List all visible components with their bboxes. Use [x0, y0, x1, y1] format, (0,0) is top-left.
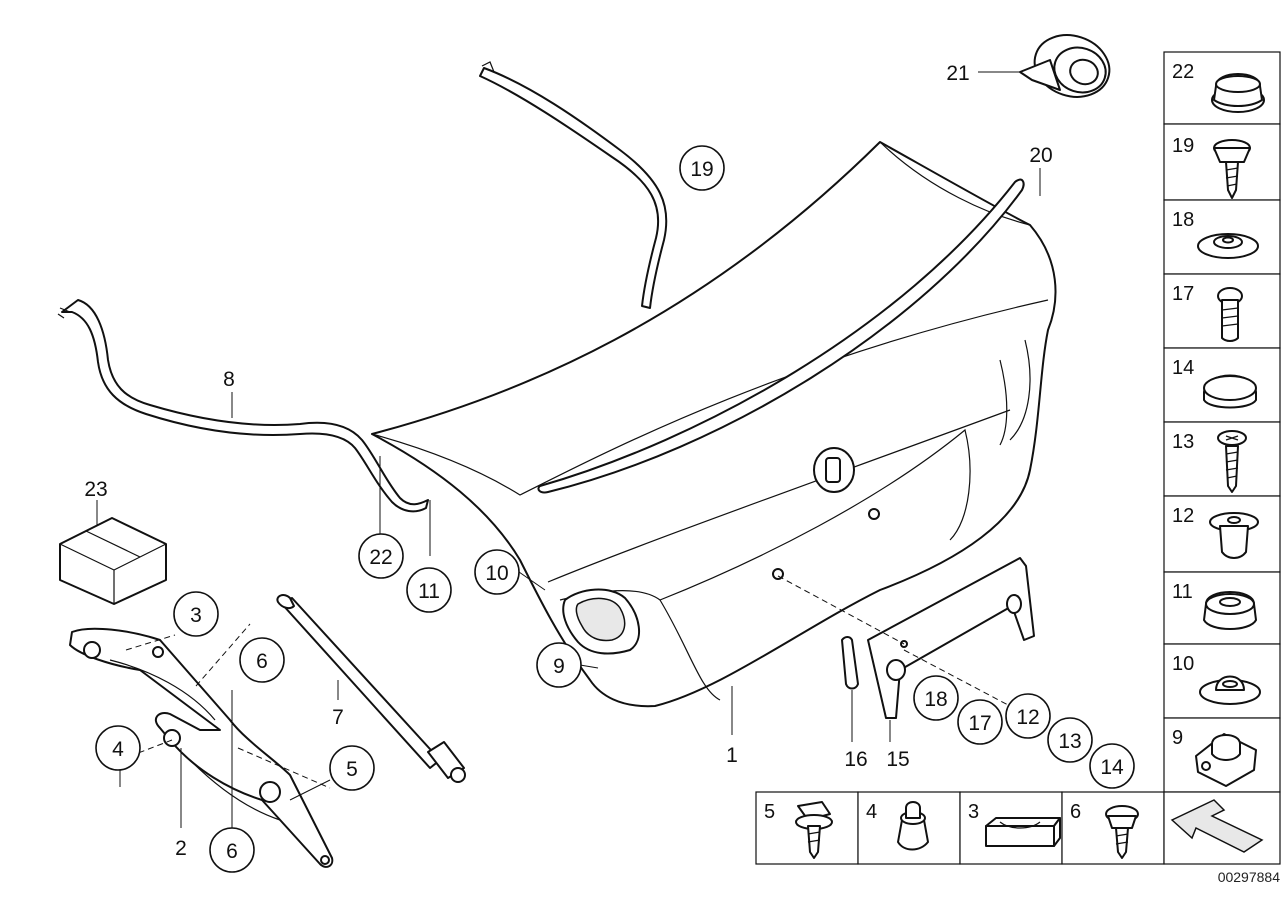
- svg-text:3: 3: [190, 604, 202, 627]
- svg-text:4: 4: [112, 738, 124, 761]
- callout-9: 9: [536, 642, 582, 688]
- plate-bracket: [867, 557, 1035, 719]
- cable-8: [57, 299, 429, 513]
- svg-text:6: 6: [1070, 801, 1081, 823]
- svg-text:11: 11: [418, 580, 440, 603]
- callout-18: 18: [913, 675, 959, 721]
- svg-text:10: 10: [1172, 653, 1194, 675]
- label-1: 1: [726, 744, 738, 767]
- side-cell-12: 12: [1163, 495, 1281, 573]
- callout-11: 11: [406, 567, 452, 613]
- callout-19: 19: [679, 145, 725, 191]
- svg-text:6: 6: [256, 650, 268, 673]
- side-cell-18: 18: [1163, 199, 1281, 275]
- reference-number: 00297884: [1218, 869, 1281, 885]
- label-2: 2: [175, 837, 187, 860]
- svg-text:14: 14: [1172, 357, 1194, 379]
- side-panel: 22 19 18 17: [1163, 51, 1281, 793]
- bottom-panel: 5 4 3 6: [755, 791, 1281, 865]
- bottom-cell-5: 5: [755, 791, 859, 865]
- svg-text:19: 19: [1172, 135, 1194, 157]
- svg-text:5: 5: [346, 758, 358, 781]
- callout-17: 17: [957, 699, 1003, 745]
- svg-text:12: 12: [1016, 706, 1039, 729]
- callout-12: 12: [1005, 693, 1051, 739]
- gas-strut: [276, 594, 466, 783]
- svg-text:17: 17: [1172, 283, 1194, 305]
- callout-22: 22: [358, 533, 404, 579]
- svg-text:12: 12: [1172, 505, 1194, 527]
- callout-5: 5: [329, 745, 375, 791]
- svg-text:5: 5: [764, 801, 775, 823]
- svg-text:13: 13: [1172, 431, 1194, 453]
- label-7: 7: [332, 706, 344, 729]
- svg-text:9: 9: [553, 655, 565, 678]
- label-20: 20: [1029, 144, 1052, 167]
- svg-text:11: 11: [1172, 581, 1193, 603]
- side-cell-22: 22: [1163, 51, 1281, 125]
- side-cell-19: 19: [1163, 123, 1281, 201]
- svg-text:14: 14: [1100, 756, 1124, 779]
- svg-text:13: 13: [1058, 730, 1081, 753]
- cable-19: [479, 61, 668, 309]
- callout-14: 14: [1089, 743, 1135, 789]
- side-label-22: 22: [1172, 61, 1194, 83]
- plain-labels: 1 2 7 8 15 16 20 21 23: [84, 62, 1052, 860]
- side-cell-9: 9: [1163, 717, 1281, 793]
- leader-lines: [96, 71, 1041, 828]
- svg-text:18: 18: [1172, 209, 1194, 231]
- bottom-cell-3: 3: [959, 791, 1063, 865]
- label-23: 23: [84, 478, 107, 501]
- svg-text:18: 18: [924, 688, 947, 711]
- callout-4: 4: [95, 725, 141, 771]
- callout-6-top: 6: [239, 637, 285, 683]
- side-cell-11: 11: [1163, 571, 1281, 645]
- label-16: 16: [844, 748, 867, 771]
- svg-text:3: 3: [968, 801, 979, 823]
- callouts: 3 4 5 6 6 9 10 11 12 13 14 17 18 19 22: [95, 145, 1135, 873]
- side-cell-13: 13: [1163, 421, 1281, 497]
- bottom-cell-arrow: [1163, 791, 1281, 865]
- label-15: 15: [886, 748, 909, 771]
- side-cell-17: 17: [1163, 273, 1281, 349]
- direction-arrow-icon: [1170, 799, 1264, 853]
- bottom-cell-6: 6: [1061, 791, 1165, 865]
- svg-text:22: 22: [369, 546, 392, 569]
- label-21: 21: [946, 62, 969, 85]
- svg-text:6: 6: [226, 840, 238, 863]
- svg-text:4: 4: [866, 801, 877, 823]
- svg-text:10: 10: [485, 562, 508, 585]
- label-8: 8: [223, 368, 235, 391]
- callout-10: 10: [474, 549, 520, 595]
- spoiler: [537, 178, 1025, 494]
- foam-block: [59, 517, 167, 605]
- callout-3: 3: [173, 591, 219, 637]
- side-cell-14: 14: [1163, 347, 1281, 423]
- hinge: [69, 627, 334, 868]
- rubber-strip: [841, 636, 859, 690]
- callout-6-bottom: 6: [209, 827, 255, 873]
- side-cell-10: 10: [1163, 643, 1281, 719]
- bottom-cell-4: 4: [857, 791, 961, 865]
- svg-text:9: 9: [1172, 727, 1183, 749]
- svg-text:17: 17: [968, 712, 991, 735]
- svg-text:19: 19: [690, 158, 713, 181]
- callout-13: 13: [1047, 717, 1093, 763]
- tape-roll: [1019, 34, 1111, 98]
